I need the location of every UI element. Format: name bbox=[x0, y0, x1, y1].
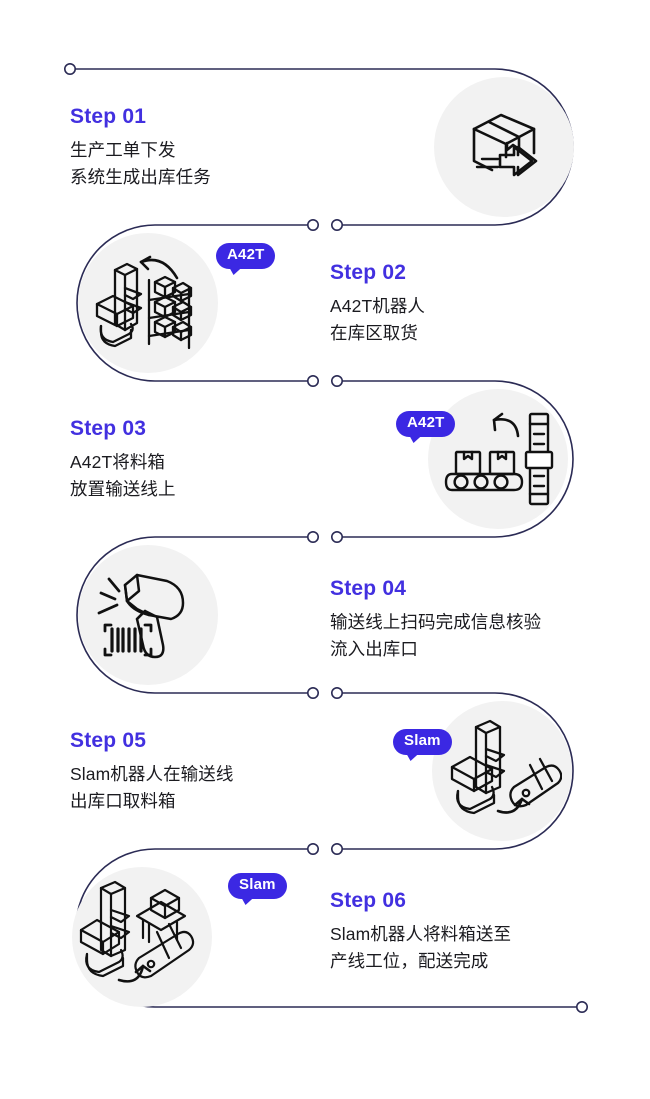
badge-a42t-step-02: A42T bbox=[216, 243, 276, 269]
badge-a42t-step-03: A42T bbox=[396, 411, 456, 437]
connector-node-1a bbox=[306, 219, 319, 232]
connector-node-start bbox=[64, 62, 77, 75]
connector-node-4b bbox=[330, 686, 343, 699]
step-03-title: Step 03 bbox=[70, 417, 147, 440]
step-06-description: Slam机器人将料箱送至 产线工位，配送完成 bbox=[330, 924, 512, 972]
step-03-text-block: Step 03 A42T将料箱 放置输送线上 bbox=[70, 417, 176, 503]
connector-node-2b bbox=[330, 374, 343, 387]
barcode-scanner-icon bbox=[78, 545, 218, 685]
step-06-title: Step 06 bbox=[330, 889, 407, 912]
step-05-description: Slam机器人在输送线 出库口取料箱 bbox=[70, 764, 234, 812]
step-05-text-block: Step 05 Slam机器人在输送线 出库口取料箱 bbox=[70, 729, 233, 815]
connector-node-4a bbox=[306, 686, 319, 699]
step-03-description: A42T将料箱 放置输送线上 bbox=[70, 452, 176, 500]
robot-rack-pick-icon bbox=[78, 233, 218, 373]
step-04-description: 输送线上扫码完成信息核验 流入出库口 bbox=[330, 612, 542, 660]
badge-slam-step-06: Slam bbox=[228, 873, 287, 899]
connector-node-3a bbox=[306, 530, 319, 543]
connector-node-2a bbox=[306, 374, 319, 387]
step-04-title: Step 04 bbox=[330, 577, 407, 600]
connector-node-3b bbox=[330, 530, 343, 543]
box-with-arrows-icon bbox=[434, 77, 574, 217]
connector-node-5a bbox=[306, 842, 319, 855]
connector-node-end bbox=[575, 1000, 588, 1013]
connector-node-5b bbox=[330, 842, 343, 855]
connector-node-1b bbox=[330, 219, 343, 232]
robot-take-box-conveyor-icon bbox=[432, 701, 572, 841]
step-02-text-block: Step 02 A42T机器人 在库区取货 bbox=[330, 261, 425, 347]
step-05-title: Step 05 bbox=[70, 729, 147, 752]
conveyor-place-box-icon bbox=[428, 389, 568, 529]
step-01-text-block: Step 01 生产工单下发 系统生成出库任务 bbox=[70, 105, 211, 191]
robot-deliver-workstation-icon bbox=[72, 867, 212, 1007]
step-02-description: A42T机器人 在库区取货 bbox=[330, 296, 426, 344]
step-02-title: Step 02 bbox=[330, 261, 407, 284]
step-01-title: Step 01 bbox=[70, 105, 147, 128]
step-06-text-block: Step 06 Slam机器人将料箱送至 产线工位，配送完成 bbox=[330, 889, 511, 975]
badge-slam-step-05: Slam bbox=[393, 729, 452, 755]
step-01-description: 生产工单下发 系统生成出库任务 bbox=[70, 140, 211, 188]
step-04-text-block: Step 04 输送线上扫码完成信息核验 流入出库口 bbox=[330, 577, 541, 663]
